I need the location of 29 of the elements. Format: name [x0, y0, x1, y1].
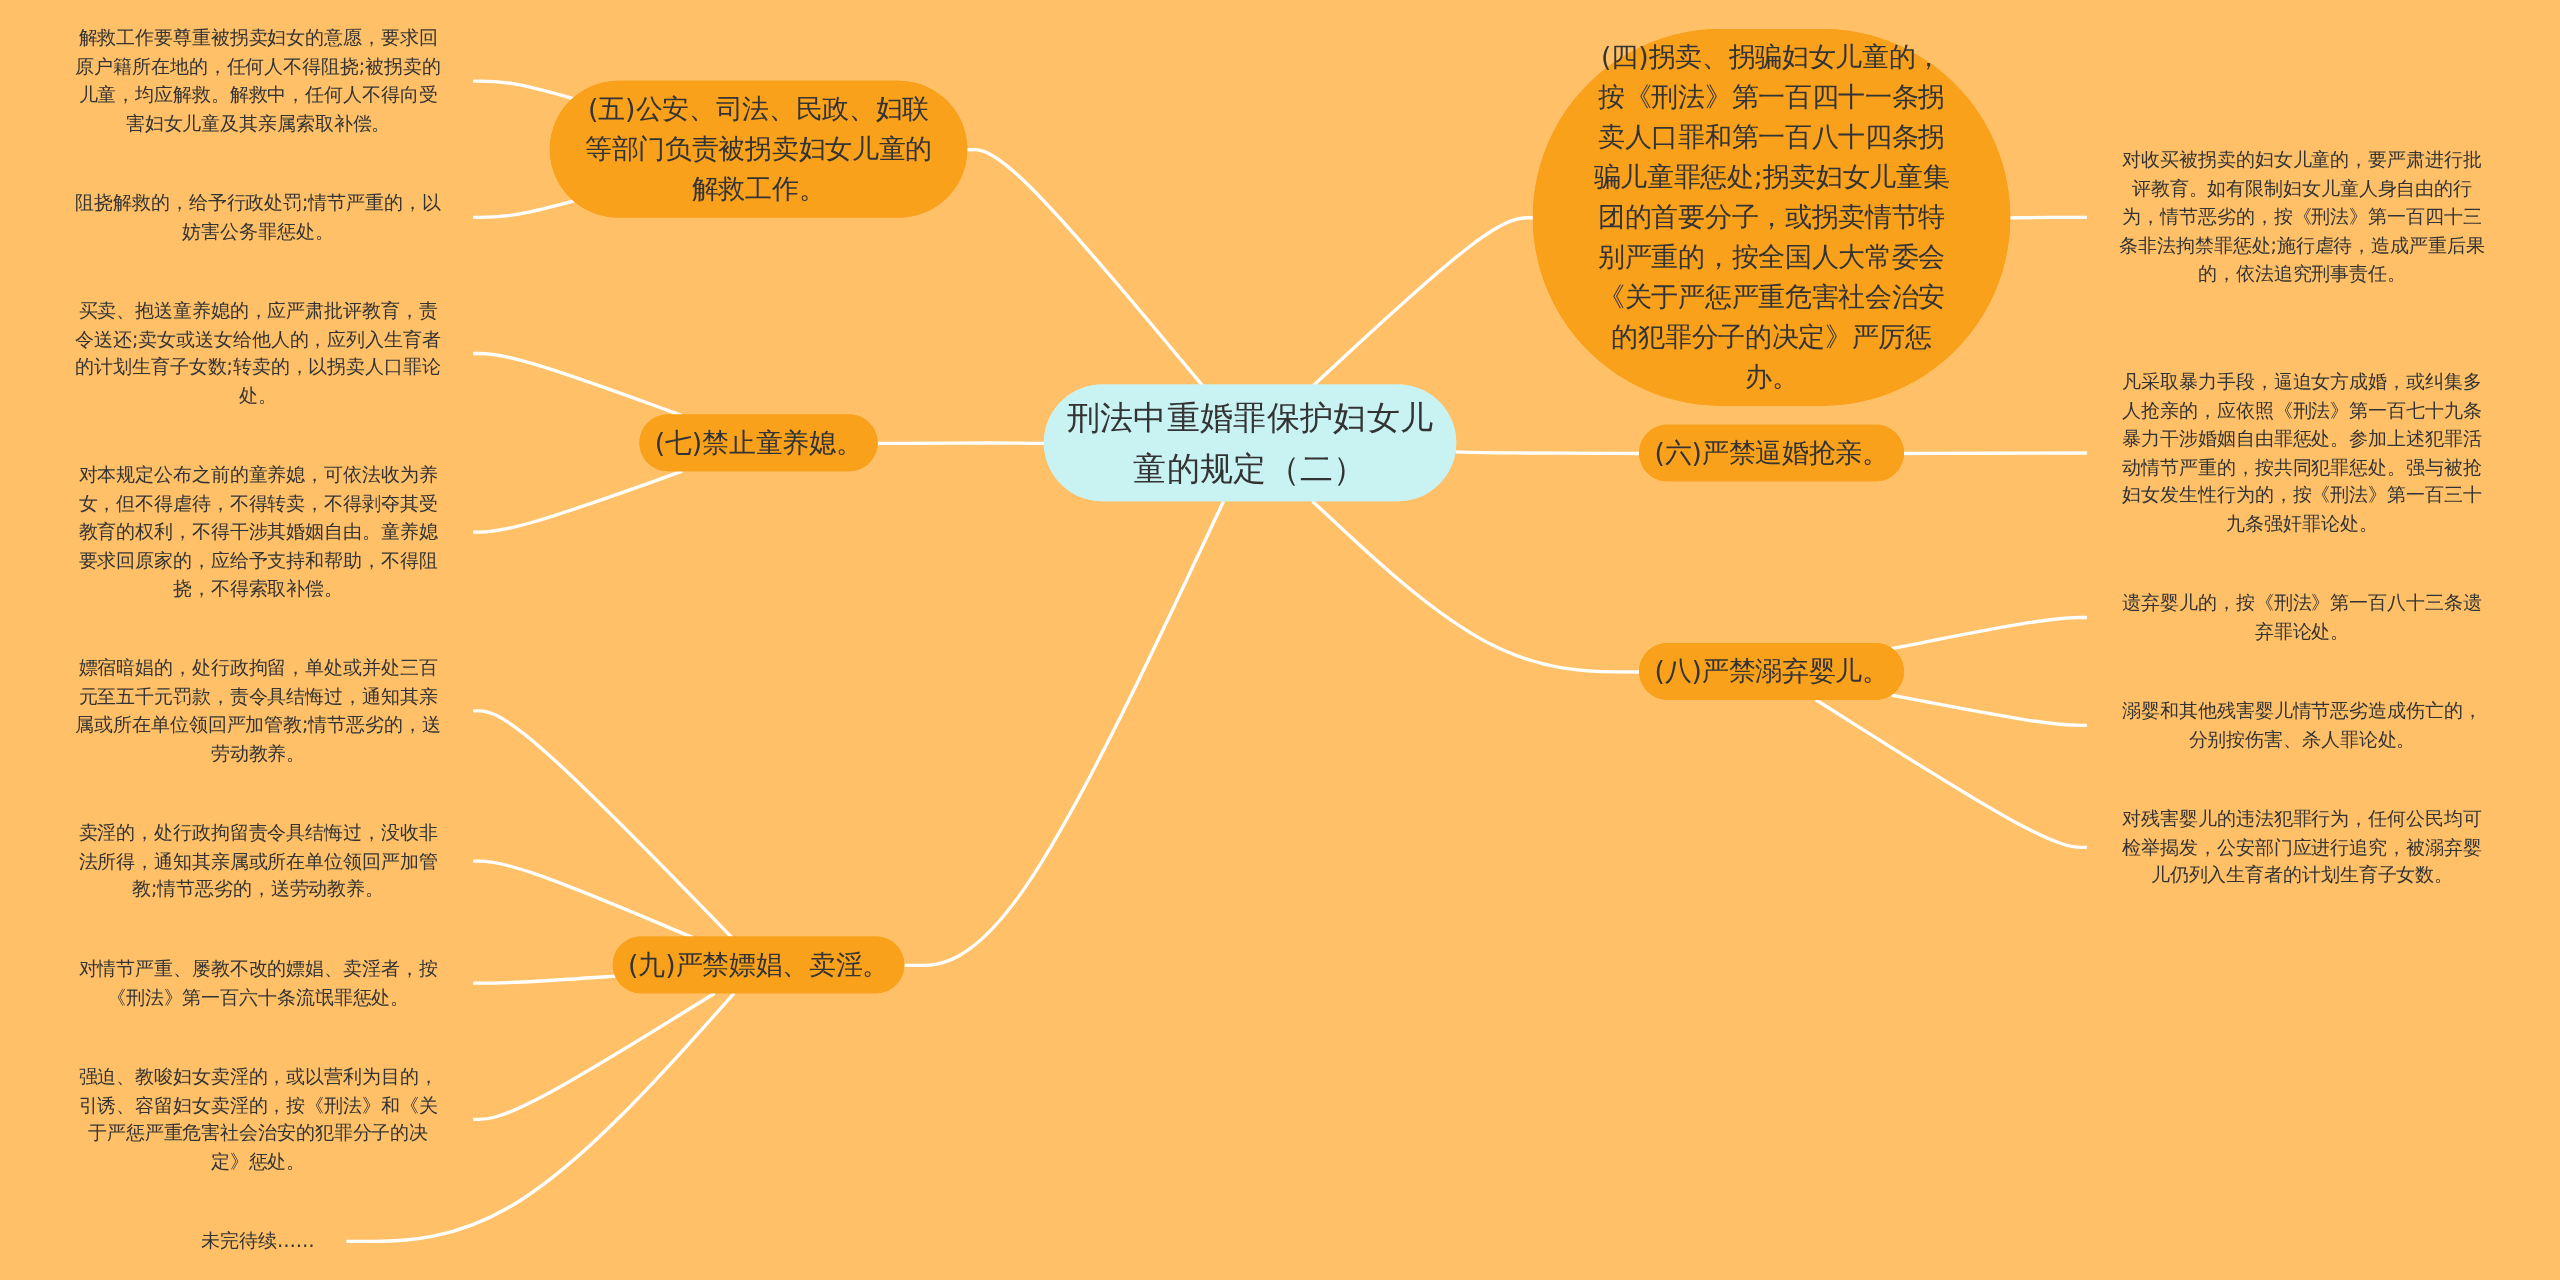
connector — [1814, 698, 2088, 849]
connector — [1891, 615, 2088, 651]
node-text: 未完待续…… — [201, 1229, 315, 1252]
connector — [1903, 451, 2088, 456]
connector — [877, 441, 1045, 446]
node-text: 买卖、抱送童养媳的，应严肃批评教育，责令送还;卖女或送女给他人的，应列入生育者的计划生育子女数;转卖的，以拐卖人口罪论处。 — [75, 299, 441, 407]
connector — [472, 79, 575, 101]
node-text: 对情节严重、屡教不改的嫖娼、卖淫者，按《刑法》第一百六十条流氓罪惩处。 — [78, 957, 438, 1008]
connector — [472, 199, 575, 219]
node-text: 解救工作要尊重被拐卖妇女的意愿，要求回原户籍所在地的，任何人不得阻挠;被拐卖的儿童，均应解救。解救中，任何人不得向受害妇女儿童及其亲属索取补偿。 — [75, 26, 441, 134]
node-text: 强迫、教唆妇女卖淫的，或以营利为目的，引诱、容留妇女卖淫的，按《刑法》和《关于严惩严重危害社会治安的犯罪分子的决定》惩处。 — [78, 1064, 438, 1173]
connector — [1891, 693, 2088, 727]
node-text: 溺婴和其他残害婴儿情节恶劣造成伤亡的，分别按伤害、杀人罪论处。 — [2122, 699, 2482, 750]
connector — [2010, 215, 2088, 220]
connector — [967, 148, 1204, 387]
connector — [904, 500, 1226, 968]
node-text: 凡采取暴力手段，逼迫女方成婚，或纠集多人抢亲的，应依照《刑法》第一百七十九条暴力干涉婚姻自由罪惩处。参加上述犯罪活动情节严重的，按共同犯罪惩处。强与被抢妇女发生性行为的，按《刑法》第一百三十九条强奸罪论处。 — [2122, 370, 2482, 535]
node-text: 对收买被拐卖的妇女儿童的，要严肃进行批评教育。如有限制妇女儿童人身自由的行为，情节恶劣的，按《刑法》第一百四十三条非法拘禁罪惩处;施行虐待，造成严重后果的，依法追究刑事责任。 — [2119, 148, 2485, 285]
node-text: 对残害婴儿的违法犯罪行为，任何公民均可检举揭发，公安部门应进行追究，被溺弃婴儿仍列入生育者的计划生育子女数。 — [2122, 807, 2482, 886]
node-text: 遗弃婴儿的，按《刑法》第一百八十三条遗弃罪论处。 — [2122, 591, 2482, 642]
node-text: 阻挠解救的，给予行政处罚;情节严重的，以妨害公务罪惩处。 — [75, 191, 441, 242]
connector — [472, 709, 734, 939]
node-text: 嫖宿暗娼的，处行政拘留，单处或并处三百元至五千元罚款，责令具结悔过，通知其亲属或所在单位领回严加管教;情节恶劣的，送劳动教养。 — [75, 656, 441, 764]
node-text: 对本规定公布之前的童养媳，可依法收为养女，但不得虐待，不得转卖，不得剥夺其受教育的权利，不得干涉其婚姻自由。童养媳要求回原家的，应给予支持和帮助，不得阻挠，不得索取补偿。 — [78, 463, 438, 600]
connector — [472, 991, 716, 1122]
connector — [472, 469, 683, 534]
connector — [472, 974, 617, 985]
connector — [345, 992, 736, 1244]
node-text: 卖淫的，处行政拘留责令具结悔过，没收非法所得，通知其亲属或所在单位领回严加管教;情节恶劣的，送劳动教养。 — [78, 820, 438, 900]
